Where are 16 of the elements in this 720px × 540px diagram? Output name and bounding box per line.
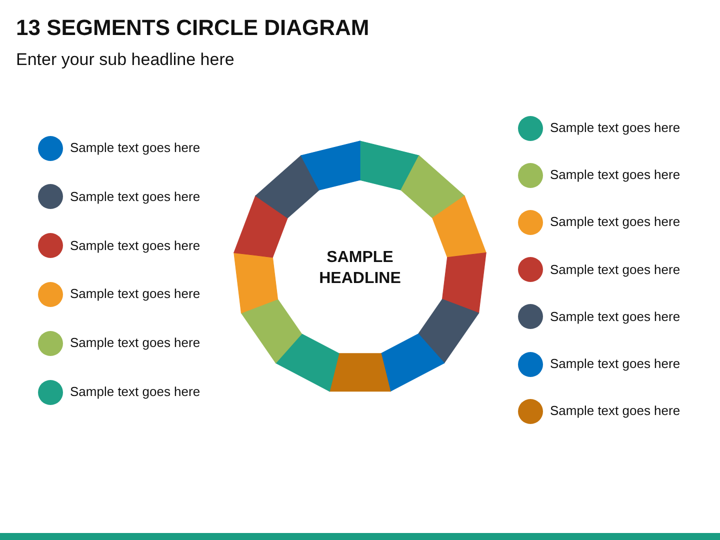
legend-text: Sample text goes here (70, 140, 200, 156)
headline-text: SAMPLE HEADLINE (305, 247, 415, 289)
subtitle: Enter your sub headline here (16, 49, 234, 71)
legend-text: Sample text goes here (550, 167, 680, 184)
legend-text: Sample text goes here (550, 214, 680, 230)
legend-text: Sample text goes here (70, 335, 200, 352)
legend-text: Sample text goes here (550, 120, 680, 136)
legend-text: Sample text goes here (550, 308, 680, 325)
legend-text: Sample text goes here (70, 286, 200, 302)
title: 13 SEGMENTS CIRCLE DIAGRAM (16, 14, 370, 42)
legend-text: Sample text goes here (70, 384, 200, 400)
legend-text: Sample text goes here (550, 356, 680, 372)
legend-text: Sample text goes here (70, 188, 200, 205)
legend-text: Sample text goes here (70, 238, 200, 254)
legend-text: Sample text goes here (550, 262, 680, 278)
legend-text: Sample text goes here (550, 403, 680, 420)
